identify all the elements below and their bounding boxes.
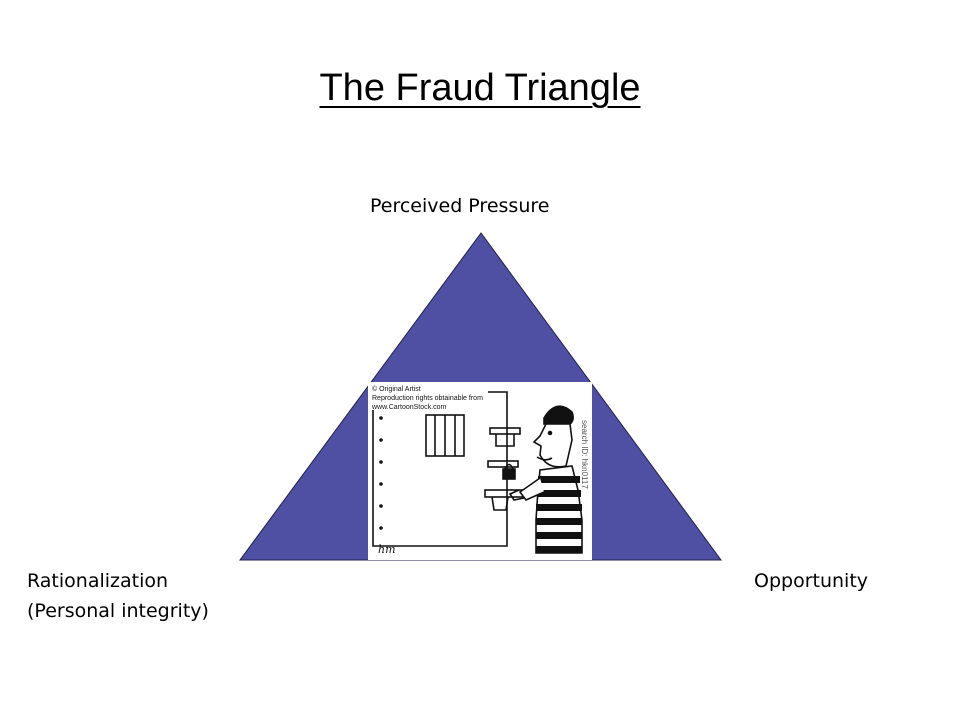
- vertex-label-rationalization: Rationalization (Personal integrity): [27, 566, 209, 626]
- cartoon-copyright-line3: www.CartoonStock.com: [371, 404, 446, 411]
- vertex-label-pressure: Perceived Pressure: [370, 195, 550, 217]
- prisoner-cartoon: © Original Artist Reproduction rights ob…: [368, 382, 592, 560]
- personal-integrity-line: (Personal integrity): [27, 600, 209, 622]
- cell-door-outline: [372, 391, 508, 547]
- page-title: The Fraud Triangle: [319, 67, 641, 109]
- padlock-icon: [502, 468, 516, 480]
- cartoon-search-id: search ID: hkn0117: [580, 420, 589, 489]
- cell-door-drawing: [372, 391, 524, 547]
- cartoon-copyright-line2: Reproduction rights obtainable from: [372, 395, 483, 402]
- prisoner-cap: [543, 405, 574, 425]
- vertex-label-opportunity: Opportunity: [754, 570, 869, 592]
- prisoner-figure: [508, 405, 583, 554]
- cartoon-copyright-line1: © Original Artist: [372, 385, 421, 393]
- cartoon-signature: hm: [378, 543, 396, 556]
- rationalization-line: Rationalization: [27, 570, 169, 592]
